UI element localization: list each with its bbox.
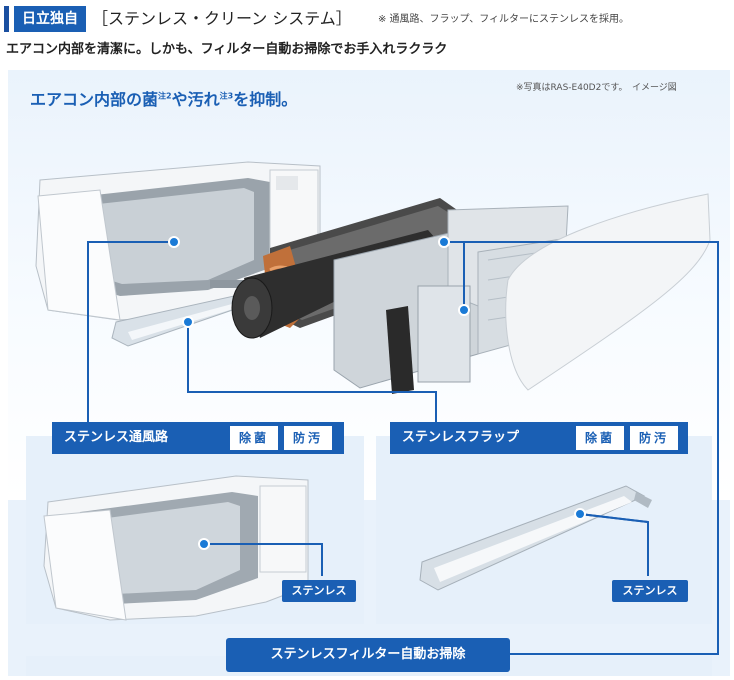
header-title-note: ※ 通風路、フラップ、フィルターにステンレスを採用。 (378, 14, 630, 25)
hero-section: エアコン内部の菌注2や汚れ注3を抑制。 ※写真はRAS-E40D2です。 イメー… (8, 70, 730, 676)
stainless-flap-label-bar: ステンレスフラップ 除菌 防汚 (390, 422, 688, 454)
stainless-flap-tag-antifouling: 防汚 (630, 426, 678, 450)
headline-note-2: 注3 (219, 91, 234, 101)
header-title: ［ステンレス・クリーン システム］ (92, 9, 352, 28)
stainless-duct-pill: ステンレス (282, 580, 356, 602)
filter-auto-cleaning-bar: ステンレスフィルター自動お掃除 (226, 638, 510, 672)
stainless-flap-tag-sterilize: 除菌 (576, 426, 624, 450)
stainless-duct-illustration (43, 475, 323, 621)
headline-part-3: を抑制。 (233, 90, 298, 109)
photo-note: ※写真はRAS-E40D2です。 イメージ図 (516, 83, 677, 93)
page-header: 日立独自 ［ステンレス・クリーン システム］ ※ 通風路、フラップ、フィルターに… (0, 0, 734, 68)
headline-part-1: エアコン内部の菌 (30, 90, 159, 109)
header-badge: 日立独自 (14, 6, 86, 32)
connector-lines (87, 241, 719, 655)
hero-headline: エアコン内部の菌注2や汚れ注3を抑制。 (30, 86, 297, 110)
stainless-duct-tag-antifouling: 防汚 (284, 426, 332, 450)
stainless-duct-title: ステンレス通風路 (64, 430, 169, 445)
headline-part-2: や汚れ (171, 90, 220, 109)
stainless-duct-label-bar: ステンレス通風路 除菌 防汚 (52, 422, 344, 454)
exploded-view-illustration (35, 161, 719, 655)
stainless-flap-title: ステンレスフラップ (402, 430, 520, 445)
air-conditioner-body-illustration (35, 161, 321, 321)
stainless-flap-illustration (419, 485, 652, 591)
marker-dots (168, 236, 470, 328)
header-subtitle: エアコン内部を清潔に。しかも、フィルター自動お掃除でお手入れラクラク (6, 42, 448, 57)
header-accent-bar (4, 6, 9, 32)
stainless-duct-tag-sterilize: 除菌 (230, 426, 278, 450)
stainless-flap-pill: ステンレス (612, 580, 688, 602)
headline-note-1: 注2 (158, 91, 172, 101)
